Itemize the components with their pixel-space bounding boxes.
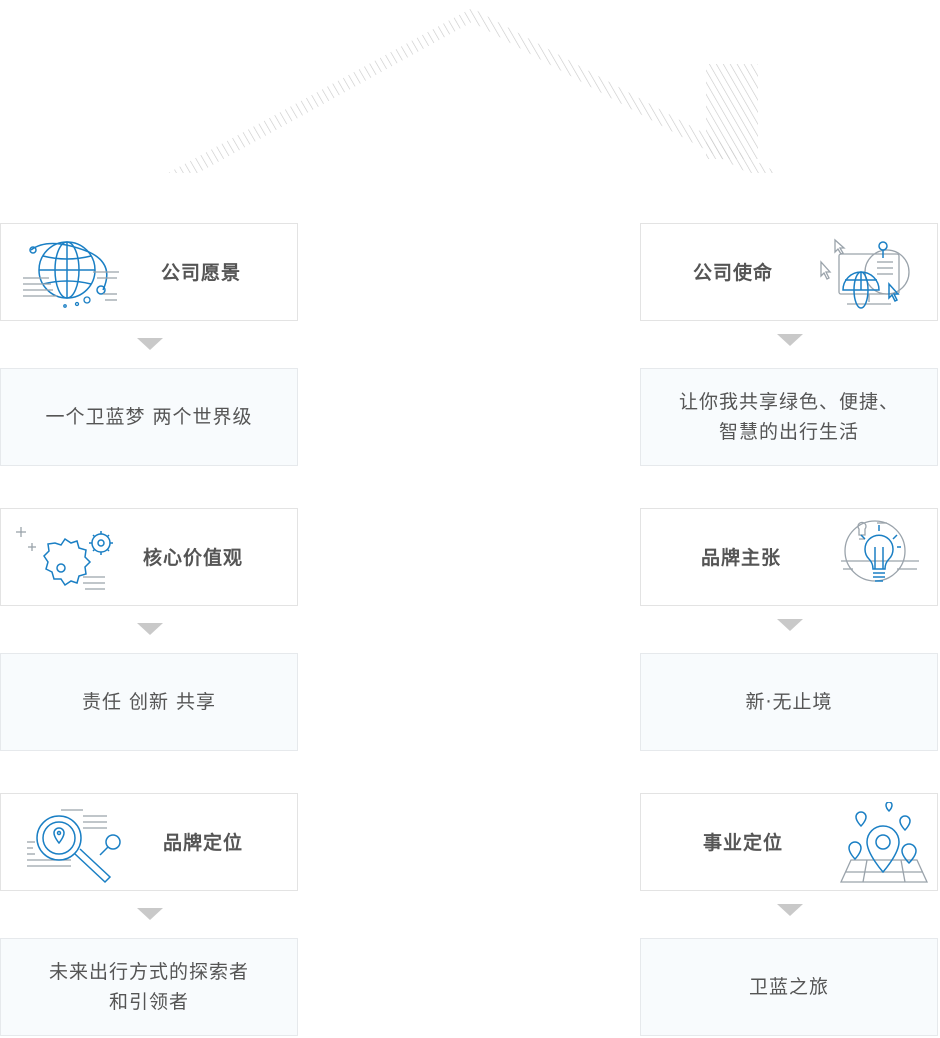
arrow-down bbox=[777, 334, 803, 346]
mission-card: 公司使命 bbox=[640, 223, 938, 321]
brand-proposition-content-card: 新·无止境 bbox=[640, 653, 938, 751]
arrow-down bbox=[137, 338, 163, 350]
magnifier-location-icon bbox=[27, 809, 121, 884]
mission-content-card: 让你我共享绿色、便捷、 智慧的出行生活 bbox=[640, 368, 938, 466]
roof-illustration bbox=[168, 8, 778, 173]
lightbulb-icon bbox=[841, 520, 919, 582]
vision-text: 一个卫蓝梦 两个世界级 bbox=[45, 406, 253, 428]
vision-card: 公司愿景 bbox=[0, 223, 298, 321]
arrow-down bbox=[777, 904, 803, 916]
mission-text: 让你我共享绿色、便捷、 智慧的出行生活 bbox=[678, 391, 899, 443]
business-positioning-title: 事业定位 bbox=[703, 832, 784, 854]
brand-positioning-card: 品牌定位 bbox=[0, 793, 298, 891]
vision-content-card: 一个卫蓝梦 两个世界级 bbox=[0, 368, 298, 466]
business-positioning-content-card: 卫蓝之旅 bbox=[640, 938, 938, 1036]
values-text: 责任 创新 共享 bbox=[81, 691, 217, 713]
brand-proposition-title: 品牌主张 bbox=[701, 547, 782, 569]
vision-title: 公司愿景 bbox=[161, 262, 242, 284]
arrow-down bbox=[777, 619, 803, 631]
globe-icon bbox=[23, 241, 119, 308]
business-positioning-card: 事业定位 bbox=[640, 793, 938, 891]
brand-positioning-title: 品牌定位 bbox=[163, 832, 244, 854]
values-title: 核心价值观 bbox=[143, 547, 244, 569]
arrow-down bbox=[137, 908, 163, 920]
brand-proposition-card: 品牌主张 bbox=[640, 508, 938, 606]
gears-icon bbox=[16, 527, 113, 590]
brand-positioning-content-card: 未来出行方式的探索者 和引领者 bbox=[0, 938, 298, 1036]
brand-proposition-text: 新·无止境 bbox=[745, 691, 833, 713]
arrow-down bbox=[137, 623, 163, 635]
values-content-card: 责任 创新 共享 bbox=[0, 653, 298, 751]
business-positioning-text: 卫蓝之旅 bbox=[748, 976, 829, 998]
brand-positioning-text: 未来出行方式的探索者 和引领者 bbox=[48, 961, 249, 1013]
mission-title: 公司使命 bbox=[693, 262, 774, 284]
monitor-globe-icon bbox=[820, 238, 910, 309]
values-card: 核心价值观 bbox=[0, 508, 298, 606]
map-pins-icon bbox=[839, 802, 929, 883]
